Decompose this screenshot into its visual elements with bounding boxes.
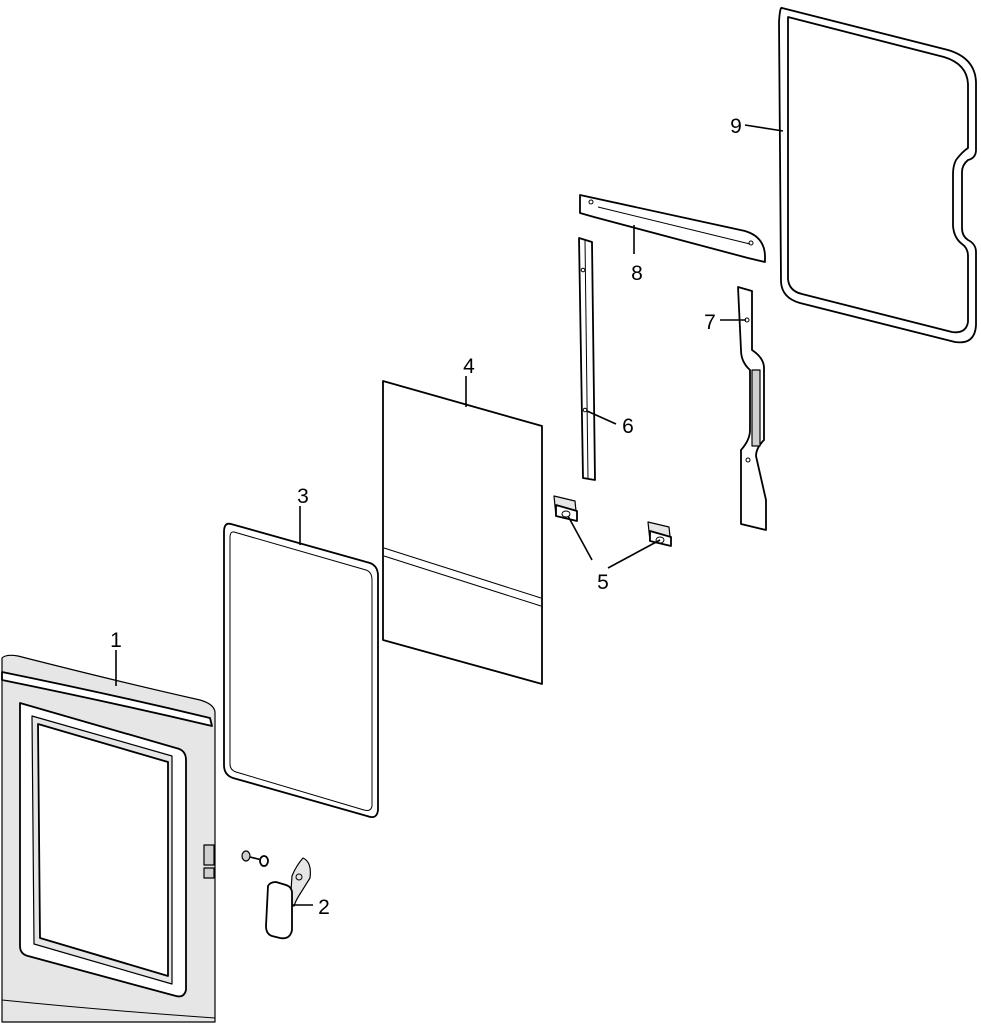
callout-1: 1 <box>110 629 122 652</box>
part-1-door-frame <box>1 654 216 1023</box>
callout-8: 8 <box>631 262 643 285</box>
callout-6: 6 <box>622 415 634 438</box>
part-6-side-channel <box>578 237 596 481</box>
callout-2: 2 <box>318 896 330 919</box>
part-4-glass-pane <box>382 380 543 685</box>
callout-7: 7 <box>704 311 716 334</box>
callout-numbers: 1 2 3 4 5 6 7 8 9 <box>110 115 742 919</box>
part-3-glass-frame <box>223 522 379 819</box>
leader-6 <box>586 410 617 425</box>
leader-5b <box>607 539 661 569</box>
callout-3: 3 <box>297 485 309 508</box>
callout-9: 9 <box>730 115 742 138</box>
part-7-side-channel <box>737 286 767 531</box>
part-8-top-bracket <box>579 194 766 263</box>
callout-5: 5 <box>597 571 609 594</box>
leader-lines <box>115 124 784 906</box>
leader-5a <box>567 515 593 561</box>
callout-4: 4 <box>463 355 475 378</box>
part-5-clips <box>553 495 672 547</box>
screw <box>241 850 269 867</box>
part-9-door-gasket <box>778 6 977 344</box>
part-2-handle <box>241 850 311 940</box>
leader-9 <box>744 124 784 132</box>
